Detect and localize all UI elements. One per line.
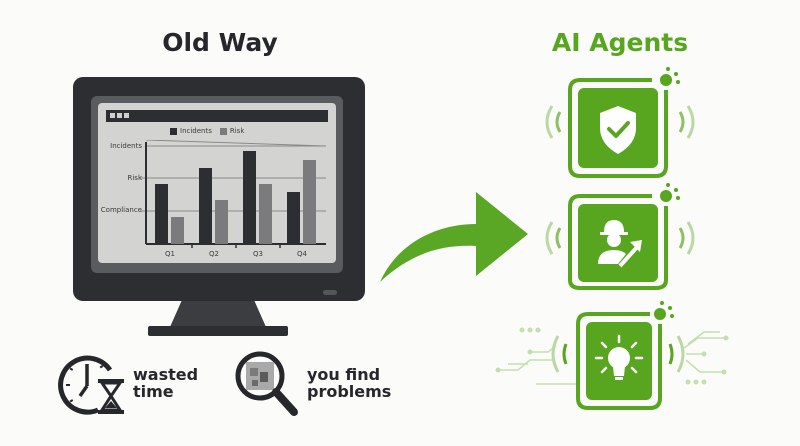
y-label-incidents: Incidents — [110, 142, 142, 150]
x-label-q1: Q1 — [165, 250, 175, 258]
legend-item-risk: Risk — [219, 127, 244, 135]
x-label-q2: Q2 — [209, 250, 219, 258]
caption-wasted-time: wasted time — [133, 365, 199, 401]
agent-card-shield — [545, 67, 695, 178]
agent-card-lightbulb — [495, 301, 729, 410]
monitor-neck — [170, 301, 266, 327]
window-dot-icon — [117, 113, 122, 118]
y-label-risk: Risk — [127, 174, 142, 182]
monitor-base — [148, 326, 288, 336]
window-dot-icon — [124, 113, 129, 118]
window-titlebar — [106, 110, 328, 122]
curved-arrow-icon — [380, 192, 528, 282]
y-label-compliance: Compliance — [100, 206, 142, 214]
agent-card-worker — [545, 183, 695, 290]
x-label-q4: Q4 — [297, 250, 307, 258]
chart-legend: Incidents Risk — [170, 127, 244, 135]
window-dot-icon — [110, 113, 115, 118]
bar-chart — [140, 140, 327, 248]
ai-agents-title: AI Agents — [551, 28, 689, 57]
caption-you-find-problems: you find problems — [307, 365, 392, 401]
magnifier-icon — [235, 351, 298, 416]
power-button — [323, 290, 337, 295]
old-way-title: Old Way — [162, 28, 278, 57]
clock-hourglass-icon — [58, 355, 124, 415]
legend-item-incidents: Incidents — [170, 127, 212, 135]
x-label-q3: Q3 — [253, 250, 263, 258]
